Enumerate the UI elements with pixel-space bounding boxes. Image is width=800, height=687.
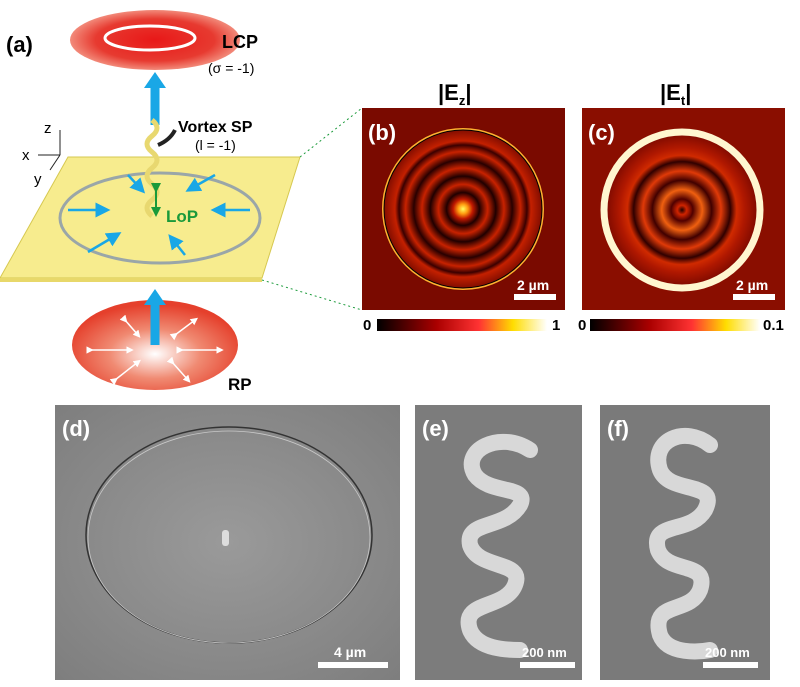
panel-a: (a) LCP (σ = -1) Vortex SP (l = -1) z x …: [0, 10, 363, 394]
colorbar: [377, 319, 547, 331]
radial-arrows-icon: [86, 314, 224, 386]
circular-arrow-icon: [103, 24, 197, 52]
vortex-label: Vortex SP: [178, 119, 253, 136]
scale-label: 200 nm: [705, 645, 750, 660]
colorbar: [590, 319, 760, 331]
zoom-line: [261, 279, 363, 311]
sem-image-helix: [600, 405, 770, 680]
panel-a-label: (a): [6, 32, 33, 57]
scale-bar: [703, 662, 758, 668]
panel-b-title: |Ez|: [438, 80, 472, 108]
scale-label: 200 nm: [522, 645, 567, 660]
axis-y-label: y: [34, 171, 42, 188]
axes-icon: [38, 130, 61, 171]
panel-e: (e) 200 nm: [415, 405, 582, 680]
scale-bar: [733, 294, 775, 300]
panel-d: (d) 4 µm: [55, 405, 400, 680]
panel-f-label: (f): [607, 416, 629, 441]
panel-c-label: (c): [588, 120, 615, 145]
lcp-beam: [70, 10, 240, 70]
axis-x-label: x: [22, 147, 30, 164]
zoom-line: [299, 107, 363, 158]
scale-bar: [520, 662, 575, 668]
rp-label: RP: [228, 375, 252, 394]
colorbar-min: 0: [363, 317, 371, 334]
axis-z-label: z: [44, 120, 52, 137]
colorbar-max: 1: [552, 317, 560, 334]
panel-b-label: (b): [368, 120, 396, 145]
scale-label: 2 µm: [517, 277, 549, 293]
lcp-label: LCP: [222, 32, 258, 52]
panel-f: (f) 200 nm: [600, 405, 770, 680]
sp-arrows-icon: [68, 173, 250, 256]
panel-d-label: (d): [62, 416, 90, 441]
colorbar-min: 0: [578, 317, 586, 334]
rotation-arrow-icon: [157, 129, 177, 147]
scale-bar: [318, 662, 388, 668]
panel-e-label: (e): [422, 416, 449, 441]
scale-bar: [514, 294, 556, 300]
ring-slit: [58, 171, 262, 265]
panel-c: |Et| (c) 2 µm 0 0.1: [578, 80, 785, 334]
scale-label: 4 µm: [334, 644, 366, 660]
panel-c-title: |Et|: [660, 80, 691, 108]
vortex-l: (l = -1): [195, 137, 236, 153]
lop-label: LoP: [166, 207, 198, 226]
colorbar-max: 0.1: [763, 317, 784, 334]
scale-label: 2 µm: [736, 277, 768, 293]
panel-b: |Ez| (b) 2 µm 0 1: [362, 80, 565, 334]
lcp-sigma: (σ = -1): [208, 60, 254, 76]
sem-image-helix: [415, 405, 582, 680]
